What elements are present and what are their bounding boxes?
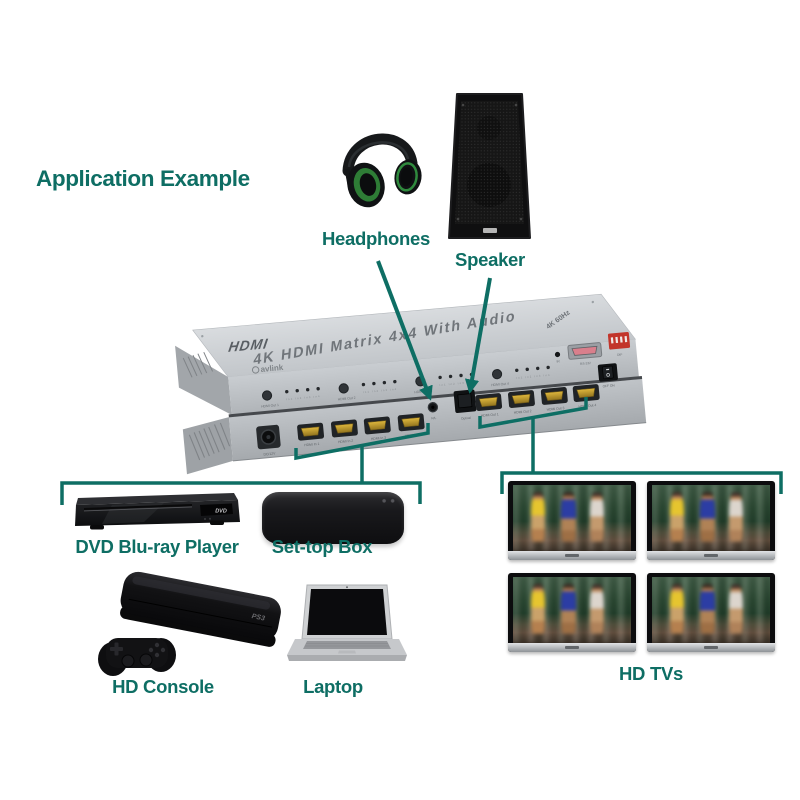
laptop-image <box>287 584 407 661</box>
upper-side-panel <box>175 345 232 415</box>
speaker-logo-badge <box>483 228 497 233</box>
svg-text:HDMI Out 2: HDMI Out 2 <box>338 396 356 402</box>
tray-edge <box>84 506 192 512</box>
keyboard <box>303 641 391 649</box>
game-controller <box>98 638 176 676</box>
tv-screen <box>513 577 631 643</box>
tv-stand <box>647 643 775 652</box>
svg-text:HDMI Out 4: HDMI Out 4 <box>491 382 509 388</box>
front-panel-face <box>228 339 639 415</box>
runner-figure <box>530 490 545 544</box>
runner-figure <box>589 490 604 544</box>
runner-figure <box>530 582 545 636</box>
svg-text:In1 In2 In3 In4: In1 In2 In3 In4 <box>286 394 321 401</box>
tv-stand <box>508 643 636 652</box>
svg-text:HDMI Out 1: HDMI Out 1 <box>261 403 279 409</box>
svg-text:DC/12V: DC/12V <box>263 451 276 456</box>
svg-text:OFF ON: OFF ON <box>602 383 615 388</box>
dip-switch: DIP <box>607 331 631 357</box>
set-top-box-label: Set-top Box <box>271 536 373 557</box>
hd-tvs-label: HD TVs <box>619 663 683 684</box>
dvd-logo: DVD <box>215 509 227 515</box>
svg-text:RS-232: RS-232 <box>580 361 591 366</box>
hd-console-label: HD Console <box>112 676 214 697</box>
tv-stand <box>508 551 636 560</box>
display-window <box>200 503 233 516</box>
console-body: PS3 <box>120 571 281 647</box>
hdmi-matrix-device: HDMI 4K HDMI Matrix 4x4 With Audio avlin… <box>175 293 647 475</box>
headband-highlight <box>347 141 410 168</box>
svg-text:In1 In2 In3 In4: In1 In2 In3 In4 <box>439 380 474 387</box>
headphones-label: Headphones <box>321 228 431 249</box>
hd-console-image: PS3 <box>98 571 281 676</box>
page-title: Application Example <box>36 166 250 191</box>
rs232-port: RS-232 <box>567 342 603 366</box>
svg-text:DIP: DIP <box>617 353 623 357</box>
hd-tv-image <box>647 573 775 652</box>
screw <box>456 217 460 221</box>
touchpad <box>338 650 356 654</box>
dc-power-jack: DC/12V <box>256 424 281 457</box>
optical-audio-port: Optical <box>453 389 477 421</box>
grille-texture <box>455 101 524 224</box>
tv-screen <box>513 485 631 551</box>
dvd-player-label: DVD Blu-ray Player <box>75 536 239 557</box>
hdmi-logo: HDMI <box>227 336 269 356</box>
laptop-label: Laptop <box>303 676 363 697</box>
output-select-group-1: In1 In2 In3 In4 HDMI Out 1 <box>261 387 321 409</box>
button <box>204 518 206 520</box>
runner-figure <box>561 490 576 544</box>
foot <box>90 525 104 530</box>
screw <box>519 217 523 221</box>
dvd-front <box>75 500 240 526</box>
vent-slots <box>188 422 231 461</box>
svg-text:R/L: R/L <box>431 416 437 420</box>
headphones-image <box>342 133 422 208</box>
screw <box>201 335 204 338</box>
runner-figure <box>561 582 576 636</box>
runner-figure <box>669 490 684 544</box>
dvd-player-image: DVD <box>75 493 240 530</box>
runner-figure <box>728 582 743 636</box>
ir-jack: IR <box>554 351 561 364</box>
screw <box>514 103 518 107</box>
hd-tv-image <box>647 481 775 560</box>
hd-tv-image <box>508 481 636 560</box>
console-logo: PS3 <box>251 613 265 622</box>
button <box>209 517 211 520</box>
screw <box>461 103 465 107</box>
analog-audio-jack: R/L <box>427 402 439 420</box>
tv-screen <box>652 485 770 551</box>
vent-slots <box>182 351 214 378</box>
speaker-image <box>448 93 531 239</box>
svg-text:HDMI: HDMI <box>227 336 269 356</box>
runner-figure <box>669 582 684 636</box>
hd-tv-image <box>508 573 636 652</box>
laptop-front-edge <box>287 655 407 661</box>
runner-figure <box>728 490 743 544</box>
key-rows <box>305 643 389 647</box>
foot <box>210 520 224 525</box>
svg-text:avlink: avlink <box>260 363 284 374</box>
laptop-screen <box>307 589 387 635</box>
unit-gap-shadow <box>228 375 643 418</box>
tv-stand <box>647 551 775 560</box>
disc-tray <box>84 504 192 510</box>
left-earcup <box>347 162 385 208</box>
brand-logo: avlink <box>251 363 284 374</box>
svg-text:In1 In2 In3 In4: In1 In2 In3 In4 <box>516 373 551 380</box>
svg-text:IR: IR <box>556 359 560 363</box>
speaker-label: Speaker <box>455 249 525 270</box>
svg-text:Optical: Optical <box>461 416 472 421</box>
lower-side-panel <box>182 417 233 475</box>
runner-figure <box>589 582 604 636</box>
tv-screen <box>652 577 770 643</box>
runner-figure <box>700 490 715 544</box>
right-earcup <box>394 159 422 195</box>
power-switch: OFF ON <box>597 363 618 388</box>
webcam-dot <box>346 586 348 589</box>
output-select-group-4: In1 In2 In3 In4 HDMI Out 4 <box>491 365 551 388</box>
screw <box>591 300 595 304</box>
runner-figure <box>700 582 715 636</box>
